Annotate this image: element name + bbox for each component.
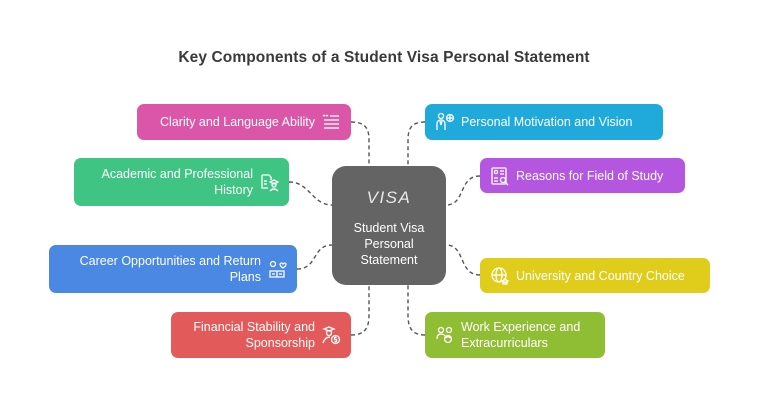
profile-search-icon <box>490 166 510 186</box>
person-target-icon <box>435 112 455 132</box>
group-graduate-icon <box>435 325 455 345</box>
diagram-title: Key Components of a Student Visa Persona… <box>178 49 590 66</box>
document-graduate-icon <box>259 172 279 192</box>
node-university-country-choice: University and Country Choice <box>480 258 710 293</box>
quote-lines-icon <box>321 112 341 132</box>
center-label: Student Visa Personal Statement <box>353 221 425 267</box>
node-label: Clarity and Language Ability <box>160 115 315 129</box>
node-clarity-language: Clarity and Language Ability <box>137 104 351 140</box>
visa-icon: VISA <box>366 188 412 207</box>
node-label: Personal Motivation and Vision <box>461 115 633 129</box>
node-personal-motivation: Personal Motivation and Vision <box>425 104 663 140</box>
graduate-dollar-icon <box>321 325 341 345</box>
node-label: Reasons for Field of Study <box>516 168 664 183</box>
node-reasons-field-of-study: Reasons for Field of Study <box>480 158 685 193</box>
globe-graduate-icon <box>490 266 510 286</box>
center-node-student-visa: VISA Student Visa Personal Statement <box>332 166 446 285</box>
person-heart-book-icon <box>267 259 287 279</box>
node-label: University and Country Choice <box>516 268 685 283</box>
